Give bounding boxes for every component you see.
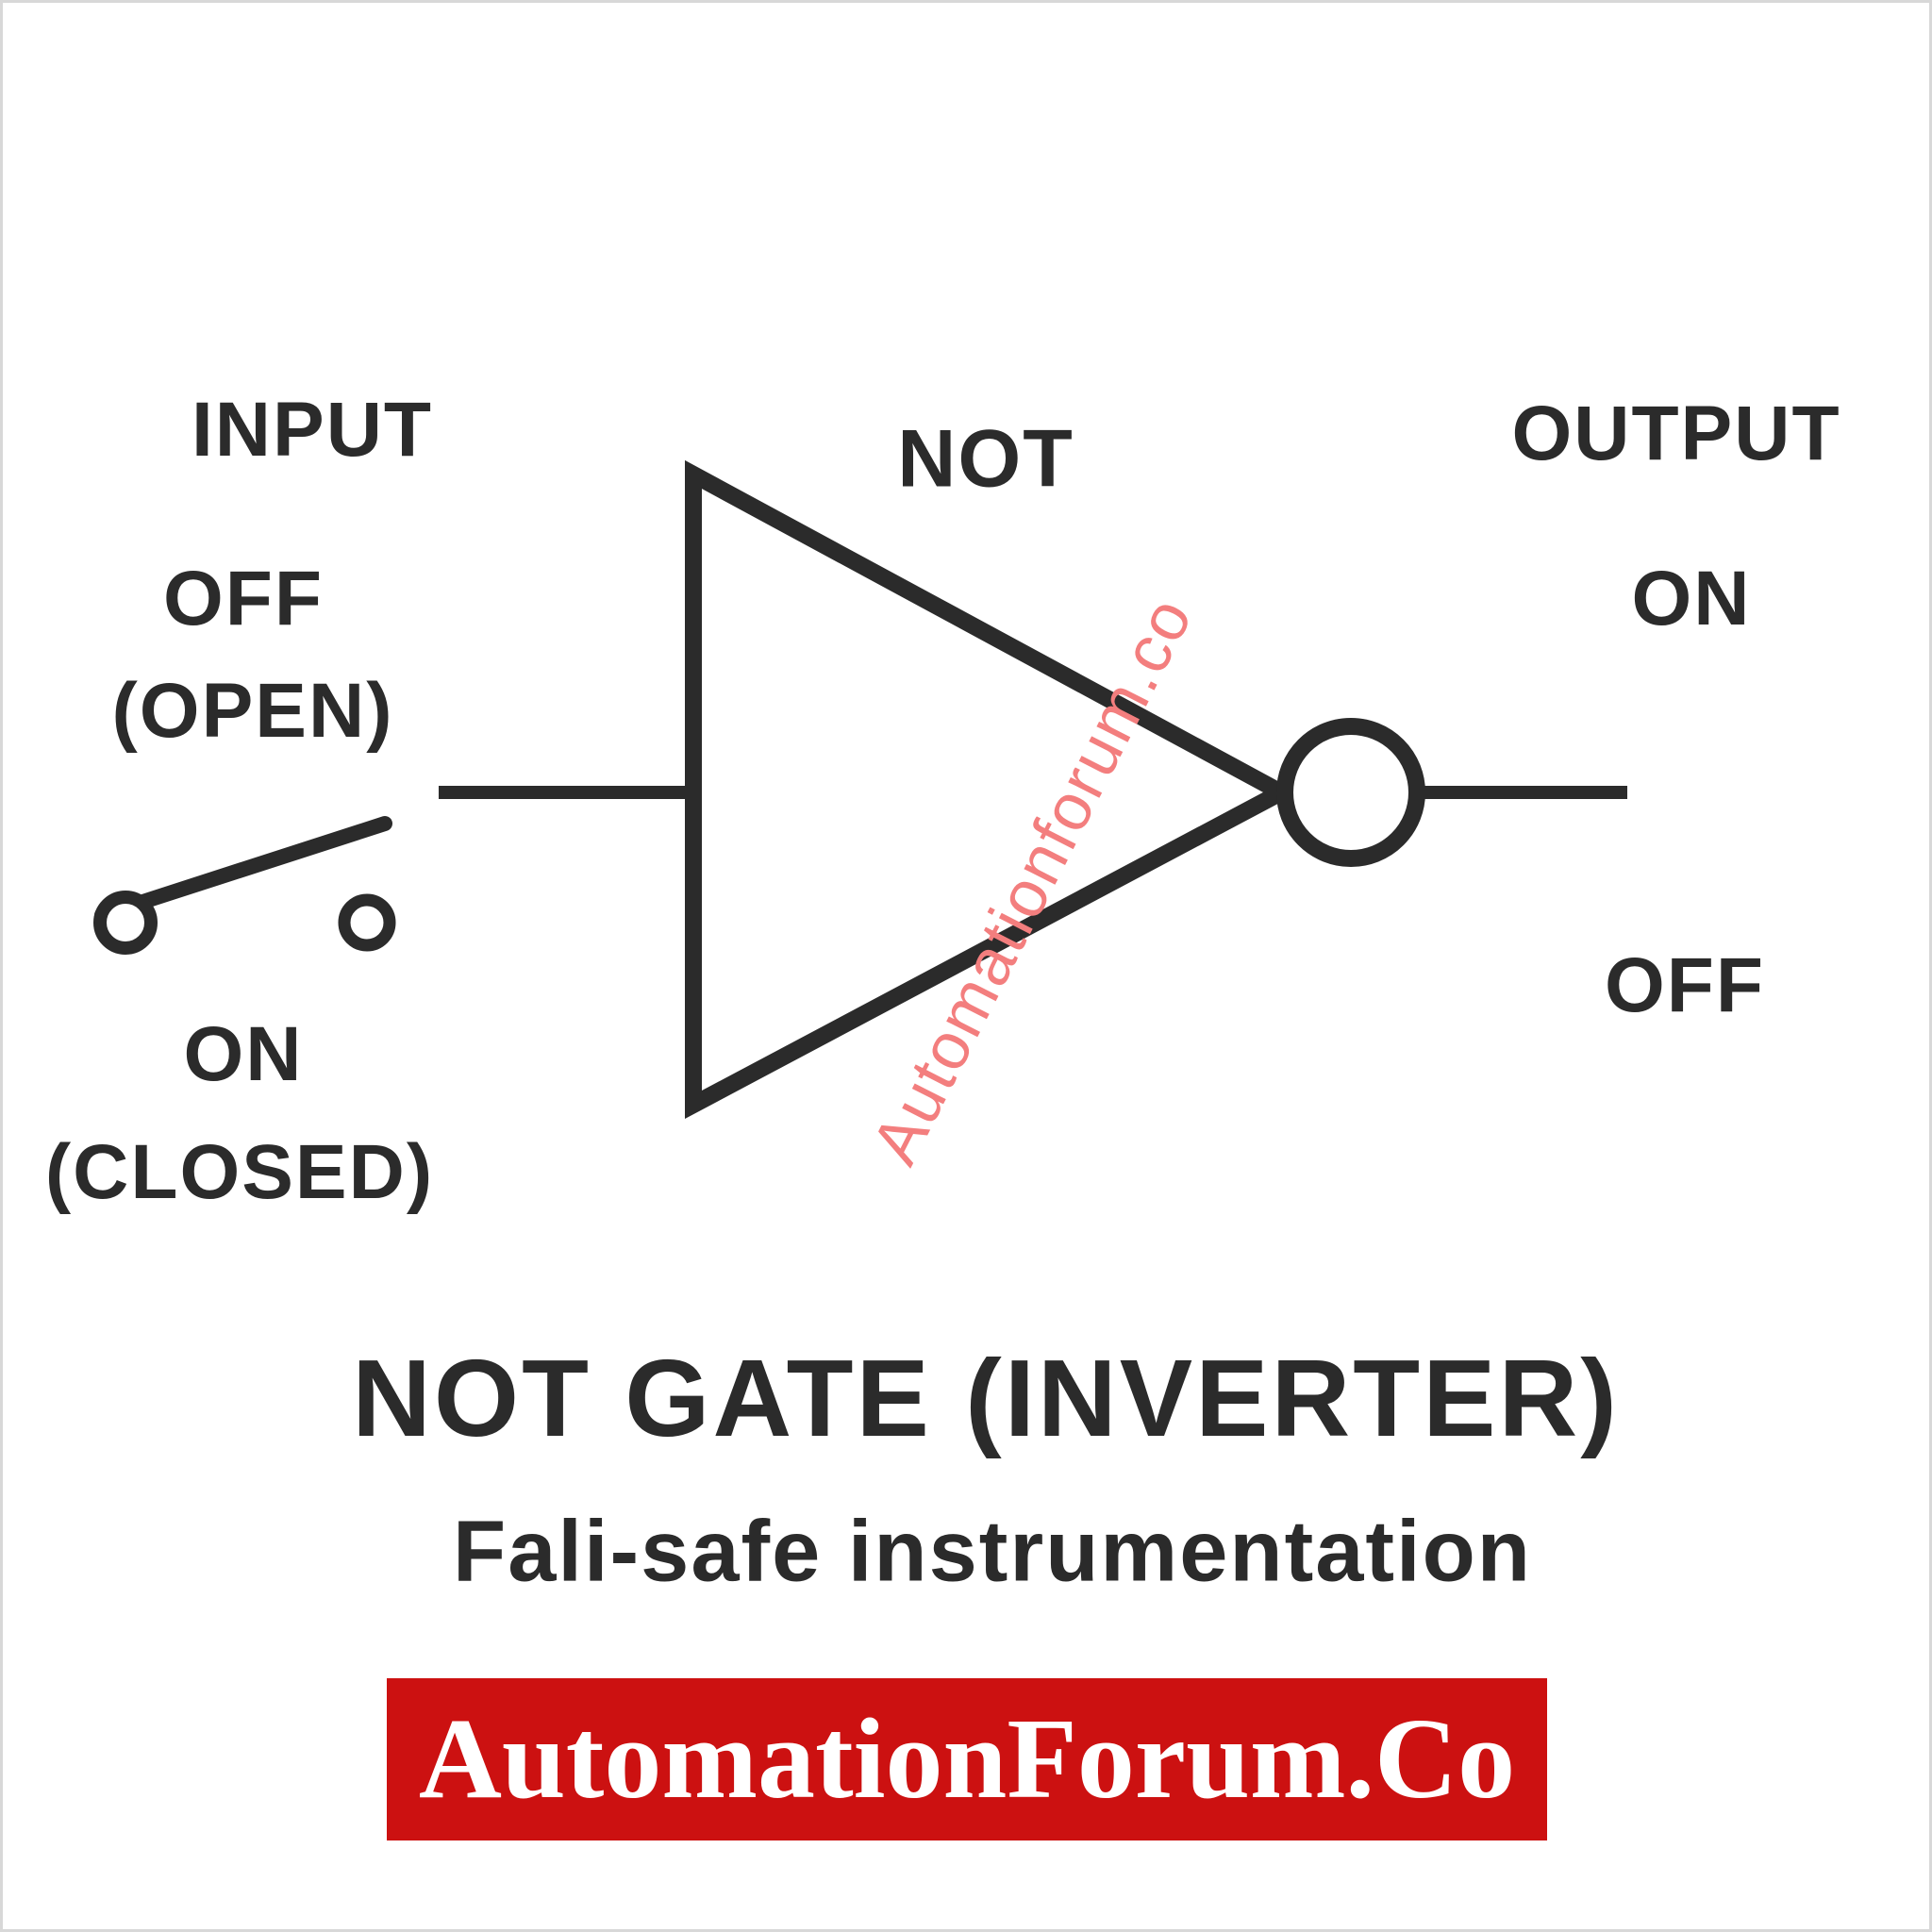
brand-banner-text: AutomationForum.Co xyxy=(418,1695,1516,1823)
switch-open-contact xyxy=(338,893,396,952)
diagram-subtitle: Fali-safe instrumentation xyxy=(453,1503,1532,1600)
gate-name-label: NOT xyxy=(897,413,1074,505)
input-label: INPUT xyxy=(192,387,433,473)
input-state-off-label: OFF xyxy=(163,556,324,641)
brand-banner: AutomationForum.Co xyxy=(387,1678,1547,1840)
output-label: OUTPUT xyxy=(1511,391,1841,476)
diagram-title: NOT GATE (INVERTER) xyxy=(352,1337,1620,1459)
not-gate-triangle xyxy=(685,459,1300,1119)
inversion-bubble xyxy=(1276,718,1425,867)
switch-symbol xyxy=(93,816,396,955)
output-state-off-label: OFF xyxy=(1605,942,1765,1028)
input-state-open-label: (OPEN) xyxy=(111,668,394,754)
switch-pivot-contact xyxy=(93,891,158,955)
input-state-on-label: ON xyxy=(183,1011,304,1097)
output-state-on-label: ON xyxy=(1631,556,1752,641)
input-state-closed-label: (CLOSED) xyxy=(44,1129,435,1215)
switch-lever xyxy=(94,816,392,923)
